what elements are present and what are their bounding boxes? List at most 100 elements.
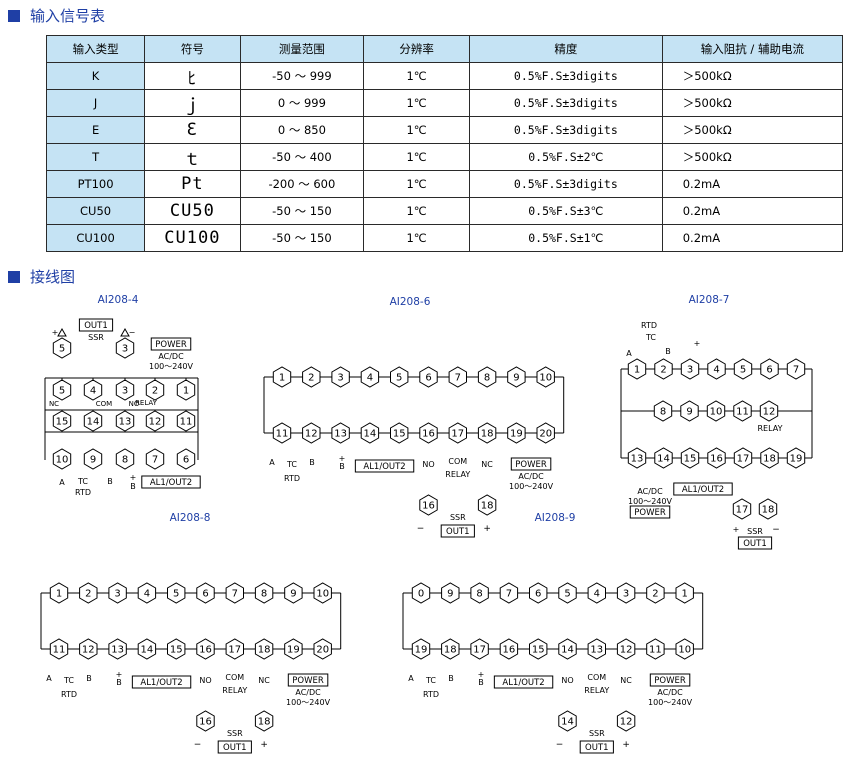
power-label: POWER (155, 340, 187, 350)
terminal-top (313, 582, 332, 604)
arrow-up-icon (120, 327, 130, 337)
table-header-row: 输入类型 符号 测量范围 分辨率 精度 输入阻抗 / 辅助电流 (45, 35, 843, 63)
terminal-top-label: 5 (564, 589, 570, 600)
out1-label: OUT1 (84, 321, 108, 331)
terminal-bottom-label: 11 (53, 645, 66, 656)
terminal-top-label: 10 (316, 589, 329, 600)
terminal-bottom-label: 18 (444, 645, 457, 656)
terminal-bottom-label: 20 (316, 645, 329, 656)
terminal-ssr-label: 18 (481, 501, 494, 512)
terminal-top (627, 358, 647, 380)
terminal-bottom-label: 12 (82, 645, 95, 656)
a-label: A (59, 478, 65, 487)
acdc-label: AC/DC (295, 688, 321, 697)
terminal-top-5 (52, 337, 72, 359)
terminal-mid (653, 400, 673, 422)
terminal-bottom (419, 422, 438, 444)
terminal-top (390, 366, 409, 388)
terminal-row3 (176, 448, 196, 470)
acdc-label: AC/DC (158, 352, 184, 361)
b-label: B (107, 477, 113, 486)
al1-out2-label-box (141, 475, 201, 489)
relay-label: RELAY (135, 399, 158, 407)
terminal-top (760, 358, 779, 380)
terminal-bottom (108, 638, 127, 660)
terminal-top-label: 1 (279, 373, 285, 384)
power-label: POWER (515, 460, 547, 470)
terminal-top-label: 2 (308, 373, 314, 384)
terminal-ssr (196, 710, 215, 732)
terminal-top-label: 6 (535, 589, 541, 600)
column-header: 输入阻抗 / 辅助电流 (661, 35, 843, 63)
terminal-mid (706, 400, 726, 422)
out1-label: OUT1 (743, 539, 767, 549)
b-label: B (478, 678, 484, 687)
terminal-mid-label: 9 (686, 407, 692, 418)
a-label: A (269, 458, 275, 467)
terminal-bottom (536, 422, 555, 444)
table-cell-accuracy: 0.5%F.S±1℃ (468, 224, 663, 252)
terminal-row3 (145, 448, 165, 470)
b-label: B (448, 674, 454, 683)
terminal-top (419, 366, 438, 388)
terminal-mid-label: 12 (763, 407, 776, 418)
al1-out2-label: AL1/OUT2 (363, 462, 405, 472)
terminal-top (225, 582, 244, 604)
ssr-label: SSR (450, 513, 466, 522)
terminal-ssr (758, 498, 778, 520)
acdc-label: AC/DC (518, 472, 544, 481)
volt-label: 100～240V (509, 482, 554, 491)
table-cell-impedance: ＞500kΩ (661, 143, 843, 171)
terminal-bottom (225, 638, 244, 660)
out1-label-box (440, 524, 475, 538)
terminal-bottom-label: 16 (503, 645, 516, 656)
terminal-bottom-label: 13 (590, 645, 603, 656)
terminal-bottom-label: 18 (258, 645, 271, 656)
terminal-row2 (145, 410, 165, 432)
rtd-label: RTD (641, 321, 657, 330)
b-label: B (86, 674, 92, 683)
b-label: B (130, 482, 136, 491)
terminal-ssr (419, 494, 438, 516)
table-cell-type: K (45, 62, 146, 90)
terminal-row3 (83, 448, 103, 470)
terminal-bottom-label: 19 (415, 645, 428, 656)
terminal-top-label: 9 (290, 589, 296, 600)
terminal-bottom-label: 14 (657, 454, 670, 465)
terminal-top (448, 366, 467, 388)
al1-out2-label: AL1/OUT2 (150, 478, 192, 488)
terminal-top-label: 5 (173, 589, 179, 600)
terminal-row1-label: 5 (59, 386, 65, 397)
terminal-top-label: 5 (396, 373, 402, 384)
rtd-label: RTD (284, 474, 300, 483)
terminal-top (331, 366, 350, 388)
terminal-bottom-label: 15 (684, 454, 697, 465)
terminal-top-label: 3 (623, 589, 629, 600)
input-signal-table: 输入类型 符号 测量范围 分辨率 精度 输入阻抗 / 辅助电流 K ﾋ -50 … (45, 35, 843, 252)
table-row: T ｔ -50 ～ 400 1℃ 0.5%F.S±2℃ ＞500kΩ (45, 143, 843, 171)
terminal-top-3 (115, 337, 135, 359)
b-label: B (309, 458, 315, 467)
diagram-title-ai208-4: AI208-4 (98, 294, 139, 306)
terminal-row3-label: 7 (152, 455, 158, 466)
plus-sign: + (694, 339, 701, 348)
terminal-bottom (284, 638, 303, 660)
terminal-top-label: 4 (144, 589, 150, 600)
table-cell-impedance: 0.2mA (661, 197, 843, 225)
table-cell-impedance: ＞500kΩ (661, 62, 843, 90)
table-cell-accuracy: 0.5%F.S±3digits (468, 170, 663, 198)
table-row: J ｊ 0 ～ 999 1℃ 0.5%F.S±3digits ＞500kΩ (45, 89, 843, 117)
al1-out2-label: AL1/OUT2 (140, 678, 182, 688)
al1-out2-label-box (493, 675, 554, 689)
relay-label: RELAY (445, 470, 470, 479)
terminal-top (441, 582, 460, 604)
terminal-top-label: 2 (660, 365, 666, 376)
terminal-top (507, 366, 526, 388)
terminal-top-label: 0 (418, 589, 424, 600)
terminal-bottom-label: 14 (141, 645, 154, 656)
table-cell-range: -50 ～ 150 (239, 224, 365, 252)
power-label-box (510, 457, 552, 471)
terminal-bottom (441, 638, 460, 660)
table-cell-type: CU100 (45, 224, 146, 252)
table-cell-type: E (45, 116, 146, 144)
